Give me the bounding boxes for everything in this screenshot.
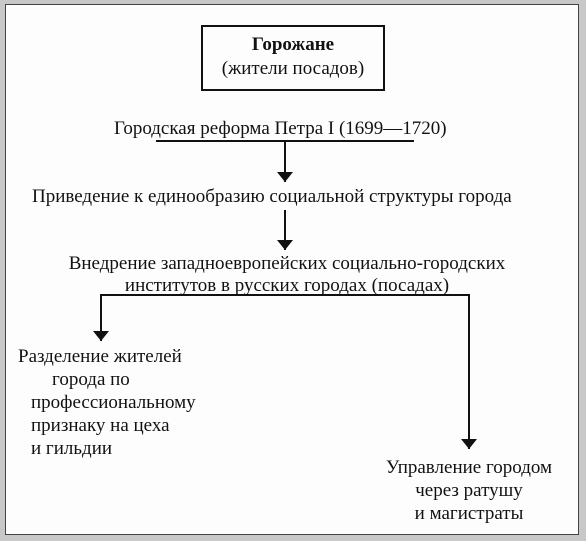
connector-lines xyxy=(93,140,477,449)
diagram-frame: Горожане (жители посадов) Городская рефо… xyxy=(5,4,579,535)
title-box: Горожане (жители посадов) xyxy=(201,25,385,91)
node-division-line-1: Разделение жителей xyxy=(18,346,182,367)
node-unification: Приведение к единообразию социальной стр… xyxy=(32,186,512,207)
node-introduction-line-1: Внедрение западноевропейских социально-г… xyxy=(68,253,506,274)
node-introduction-line-2: институтов в русских городах (посадах) xyxy=(124,275,450,296)
node-division-line-4: признаку на цеха xyxy=(31,415,170,436)
subtitle: (жители посадов) xyxy=(221,58,365,79)
node-introduction: Внедрение западноевропейских социально-г… xyxy=(47,253,527,297)
node-management-line-3: и магистраты xyxy=(414,503,524,524)
node-reform: Городская реформа Петра I (1699—1720) xyxy=(114,118,447,139)
node-management-line-1: Управление городом xyxy=(385,457,553,478)
node-management: Управление городом через ратушу и магист… xyxy=(371,456,567,525)
node-division-line-2: города по xyxy=(52,369,130,390)
node-division: Разделение жителей города по профессиона… xyxy=(18,345,196,460)
title: Горожане xyxy=(251,34,335,55)
node-division-line-5: и гильдии xyxy=(31,438,113,459)
node-management-line-2: через ратушу xyxy=(415,480,523,501)
node-division-line-3: профессиональному xyxy=(31,392,196,413)
